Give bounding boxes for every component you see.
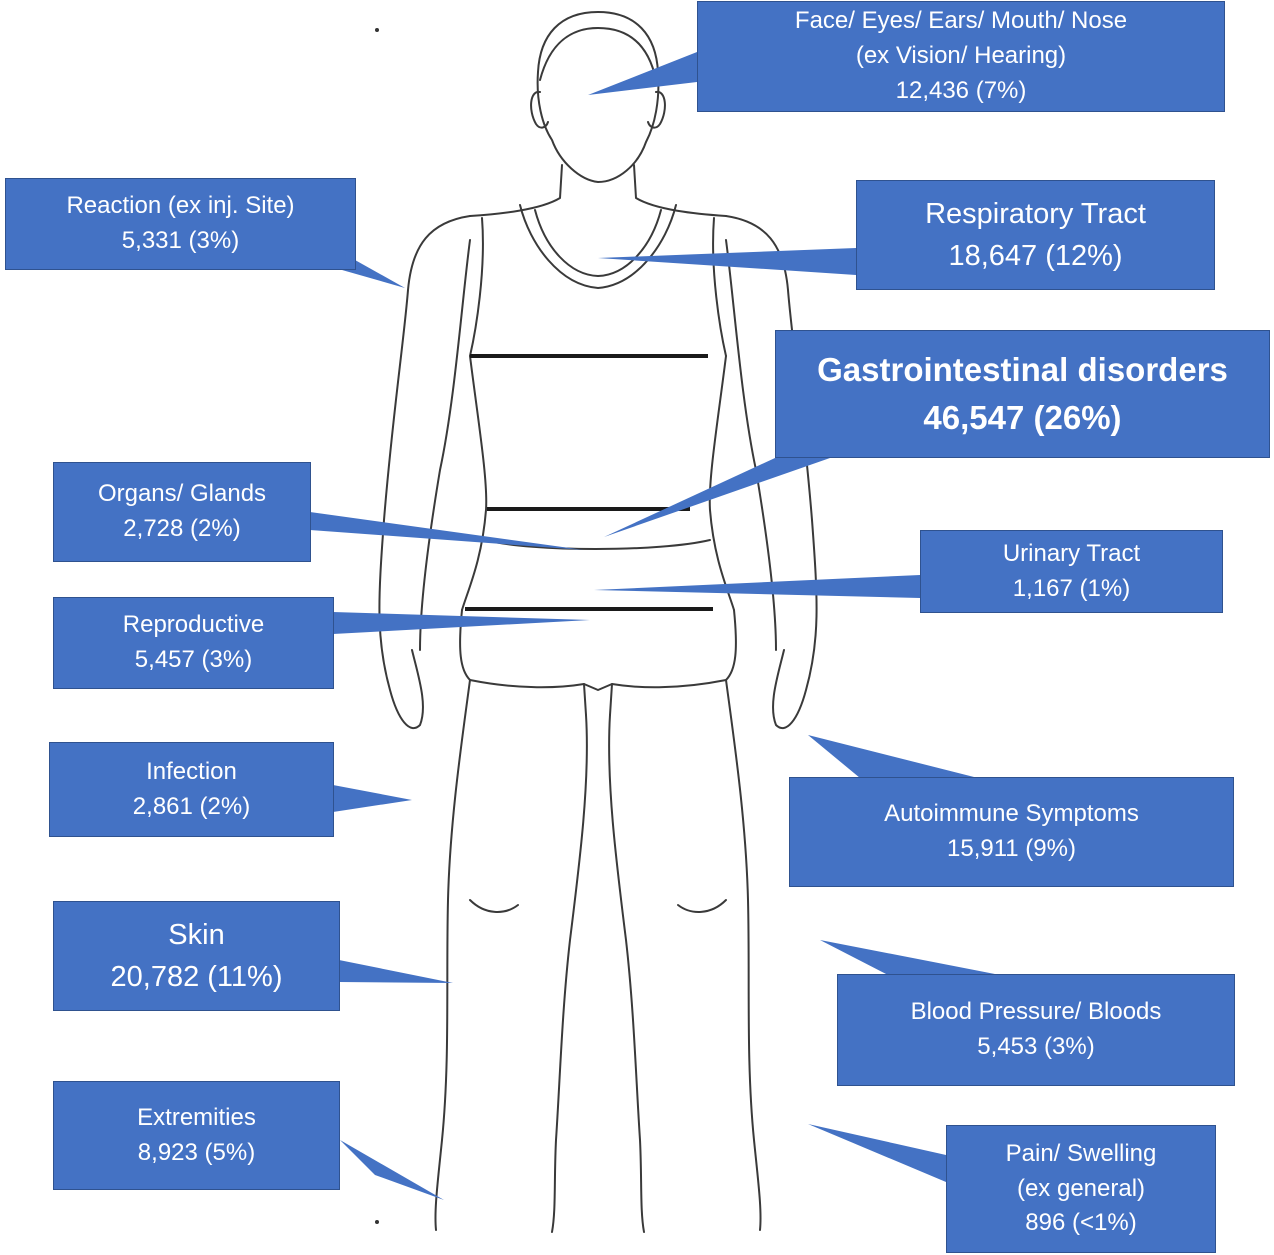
callout-face-label: Face/ Eyes/ Ears/ Mouth/ Nose bbox=[794, 7, 1128, 35]
callout-infection-label: Infection bbox=[146, 757, 237, 785]
callout-autoimmune-label: Autoimmune Symptoms bbox=[884, 800, 1139, 828]
callout-blood-label: Blood Pressure/ Bloods bbox=[910, 998, 1162, 1026]
callout-respiratory-label: Respiratory Tract bbox=[925, 197, 1146, 230]
pointer-autoimmune bbox=[808, 735, 978, 778]
callout-reaction-value: 5,331 (3%) bbox=[121, 227, 240, 254]
callout-autoimmune-value: 15,911 (9%) bbox=[947, 835, 1076, 862]
pointer-urinary bbox=[594, 575, 920, 598]
callout-infection: Infection 2,861 (2%) bbox=[49, 742, 334, 837]
callout-gastrointestinal-value: 46,547 (26%) bbox=[923, 399, 1122, 436]
callout-pain-sublabel: (ex general) bbox=[1016, 1174, 1146, 1202]
callout-face-sublabel: (ex Vision/ Hearing) bbox=[855, 42, 1067, 70]
callout-pointers bbox=[300, 52, 1000, 1200]
body-outline bbox=[378, 11, 818, 1233]
callout-extremities-value: 8,923 (5%) bbox=[137, 1138, 256, 1166]
callout-gastrointestinal: Gastrointestinal disorders 46,547 (26%) bbox=[775, 330, 1270, 458]
callout-organs-value: 2,728 (2%) bbox=[123, 515, 241, 542]
pointer-gastro bbox=[604, 458, 830, 537]
stray-dot bbox=[375, 1220, 379, 1224]
callout-reaction: Reaction (ex inj. Site) 5,331 (3%) bbox=[5, 178, 356, 270]
callout-skin-value: 20,782 (11%) bbox=[110, 961, 283, 993]
pointer-infection bbox=[333, 785, 412, 812]
callout-reproductive-value: 5,457 (3%) bbox=[134, 646, 253, 673]
pointer-reproductive bbox=[333, 612, 590, 634]
callout-pain: Pain/ Swelling (ex general) 896 (<1%) bbox=[946, 1125, 1216, 1253]
callout-organs-label: Organs/ Glands bbox=[97, 480, 267, 508]
pointer-pain bbox=[808, 1124, 946, 1182]
callout-respiratory-value: 18,647 (12%) bbox=[948, 240, 1123, 272]
callout-skin: Skin 20,782 (11%) bbox=[53, 901, 340, 1011]
callout-pain-value: 896 (<1%) bbox=[1025, 1209, 1137, 1237]
callout-reproductive-label: Reproductive bbox=[122, 611, 265, 639]
callout-organs: Organs/ Glands 2,728 (2%) bbox=[53, 462, 311, 562]
callout-reaction-label: Reaction (ex inj. Site) bbox=[66, 192, 295, 220]
pointer-face bbox=[588, 52, 697, 95]
pointer-organs bbox=[310, 512, 584, 550]
callout-urinary-value: 1,167 (1%) bbox=[1012, 574, 1131, 602]
callout-face: Face/ Eyes/ Ears/ Mouth/ Nose (ex Vision… bbox=[697, 1, 1225, 112]
pointer-extremities bbox=[340, 1140, 444, 1200]
callout-gastrointestinal-label: Gastrointestinal disorders bbox=[817, 351, 1228, 389]
pointer-blood bbox=[820, 940, 1000, 975]
pointer-respiratory bbox=[598, 248, 856, 275]
callout-blood: Blood Pressure/ Bloods 5,453 (3%) bbox=[837, 974, 1235, 1086]
callout-extremities: Extremities 8,923 (5%) bbox=[53, 1081, 340, 1190]
callout-skin-label: Skin bbox=[168, 918, 225, 951]
callout-urinary-label: Urinary Tract bbox=[1002, 539, 1141, 567]
callout-respiratory: Respiratory Tract 18,647 (12%) bbox=[856, 180, 1215, 290]
callout-reproductive: Reproductive 5,457 (3%) bbox=[53, 597, 334, 689]
callout-infection-value: 2,861 (2%) bbox=[132, 792, 251, 820]
callout-pain-label: Pain/ Swelling bbox=[1005, 1139, 1157, 1167]
callout-autoimmune: Autoimmune Symptoms 15,911 (9%) bbox=[789, 777, 1234, 887]
callout-urinary: Urinary Tract 1,167 (1%) bbox=[920, 530, 1223, 613]
pointer-skin bbox=[339, 960, 453, 983]
callout-face-value: 12,436 (7%) bbox=[895, 76, 1027, 104]
callout-extremities-label: Extremities bbox=[137, 1103, 256, 1131]
stray-dot bbox=[375, 28, 379, 32]
callout-blood-value: 5,453 (3%) bbox=[977, 1033, 1095, 1060]
